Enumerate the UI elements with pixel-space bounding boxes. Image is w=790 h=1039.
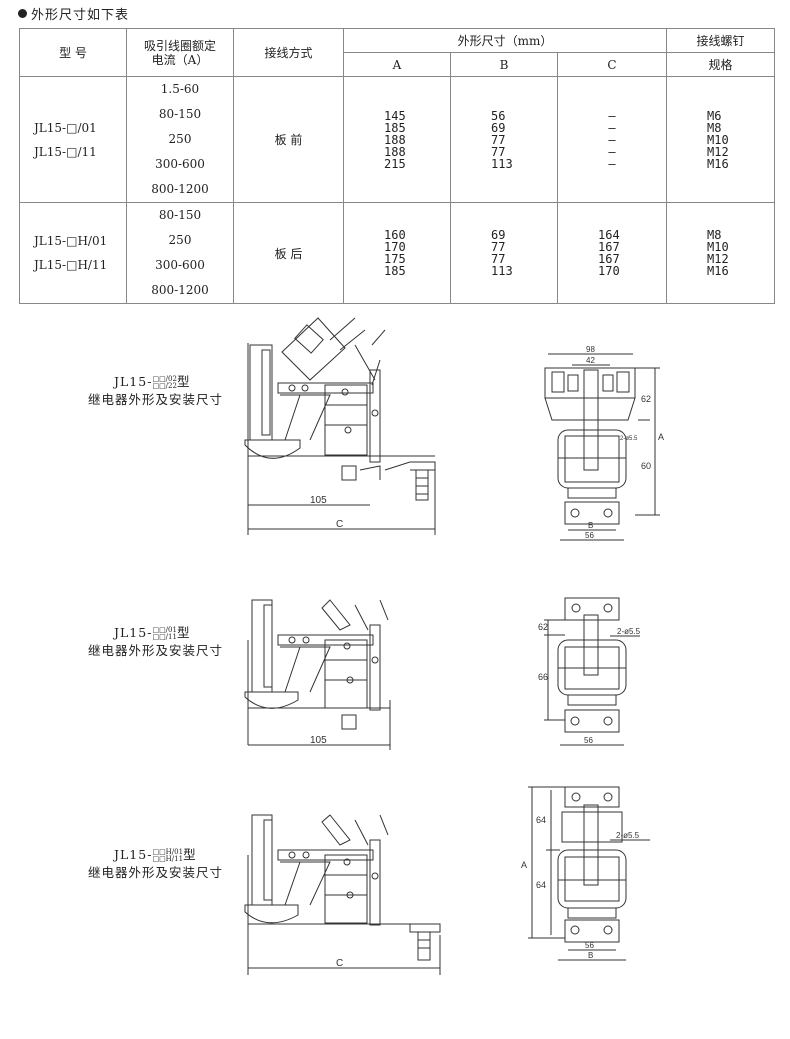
- fig2-dim-56: 56: [584, 736, 593, 745]
- fig1-dim-105: 105: [310, 495, 327, 506]
- bullet-icon: [18, 9, 27, 18]
- fig3-dim-hole: 2-ø5.5: [616, 831, 640, 840]
- fig2-dim-66: 66: [538, 672, 548, 682]
- fig1-dim-98: 98: [586, 345, 595, 354]
- fig1-dim-62: 62: [641, 394, 651, 404]
- fig1-dim-56: 56: [585, 531, 594, 540]
- fig1-dim-b: B: [588, 521, 593, 530]
- figure2-side-view: 105: [244, 599, 391, 750]
- fig1-dim-c: C: [336, 519, 343, 530]
- header-a: A: [343, 52, 451, 77]
- fig1-dim-42: 42: [586, 356, 595, 365]
- section-heading: 外形尺寸如下表: [18, 4, 129, 23]
- heading-text: 外形尺寸如下表: [31, 8, 130, 23]
- fig3-dim-64b: 64: [536, 880, 546, 890]
- header-c: C: [557, 52, 667, 77]
- fig1-dim-hole: 2-ø5.5: [620, 436, 638, 442]
- figure3-side-view: C: [244, 814, 441, 975]
- header-current: 吸引线圈额定电流（A）: [126, 28, 234, 77]
- fig2-dim-105: 105: [310, 735, 327, 746]
- fig1-dim-a: A: [658, 432, 664, 442]
- figure1-side-view: 105 C: [244, 317, 436, 535]
- fig3-dim-b: B: [588, 951, 593, 960]
- group1-c: —————: [557, 76, 667, 203]
- fig1-dim-60: 60: [641, 461, 651, 471]
- header-dimensions: 外形尺寸（mm）: [343, 28, 667, 53]
- dimension-table: 型 号 吸引线圈额定电流（A） 接线方式 外形尺寸（mm） 接线螺钉 A B C…: [19, 28, 775, 304]
- fig3-dim-64a: 64: [536, 815, 546, 825]
- header-model: 型 号: [19, 28, 127, 77]
- header-screw-1: 接线螺钉: [666, 28, 775, 53]
- fig2-dim-62: 62: [538, 622, 548, 632]
- fig3-dim-c: C: [336, 958, 343, 969]
- figure2-front-view: 62 66 2-ø5.5 56: [538, 597, 641, 746]
- fig2-dim-hole: 2-ø5.5: [617, 627, 641, 636]
- header-screw-2: 规格: [666, 52, 775, 77]
- figure3-front-view: 64 64 A 2-ø5.5 56 B: [521, 786, 650, 961]
- group2-wiring: 板 后: [233, 202, 344, 304]
- fig3-dim-a: A: [521, 860, 527, 870]
- figure1-front-view: 98 42 62 A 60 2-ø5.5 B 56: [544, 345, 664, 541]
- fig3-dim-56: 56: [585, 941, 594, 950]
